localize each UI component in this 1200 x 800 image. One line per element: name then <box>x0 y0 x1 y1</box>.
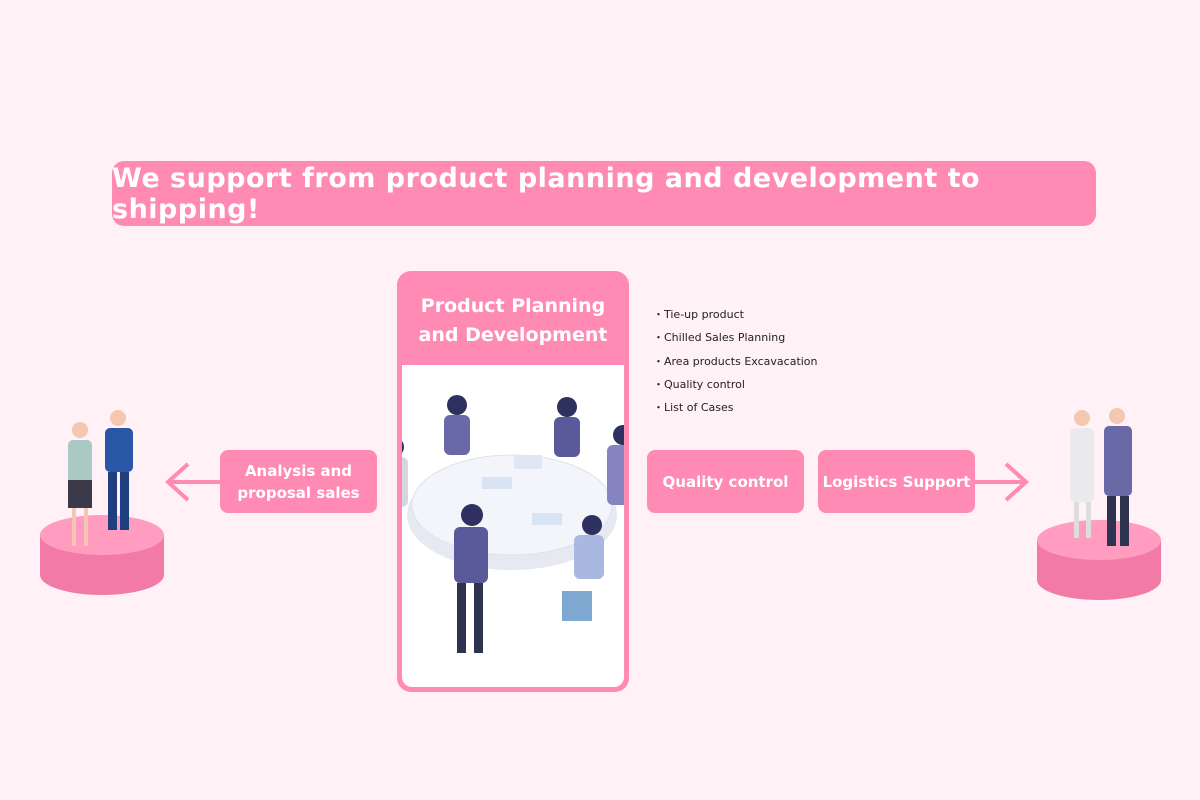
meeting-illustration <box>402 365 624 687</box>
analysis-proposal-sales-box: Analysis and proposal sales <box>220 450 377 513</box>
analysis-line1: Analysis and <box>244 461 353 480</box>
left-arrow <box>165 462 222 502</box>
card-title-line2: and Development <box>418 324 608 346</box>
headline-banner: We support from product planning and dev… <box>112 161 1096 226</box>
service-item: ・Area products Excavacation <box>653 354 818 368</box>
service-item: ・List of Cases <box>653 401 734 415</box>
analysis-line2: proposal sales <box>237 483 360 502</box>
service-item: ・Tie-up product <box>653 308 744 321</box>
card-title: Product Planning and Development <box>397 271 629 363</box>
right-pedestal <box>1037 520 1161 600</box>
product-planning-card: Product Planning and Development <box>397 271 629 692</box>
sales-people-illustration <box>68 410 133 546</box>
services-list: ・Tie-up product ・Chilled Sales Planning … <box>653 303 818 419</box>
service-item: ・Quality control <box>653 377 745 391</box>
logistics-people-illustration <box>1070 408 1132 546</box>
service-item: ・Chilled Sales Planning <box>653 331 786 345</box>
quality-control-box: Quality control <box>647 450 804 513</box>
card-title-line1: Product Planning <box>420 295 606 317</box>
logistics-support-box: Logistics Support <box>818 450 975 513</box>
right-arrow <box>972 462 1029 502</box>
meeting-table-icon <box>402 395 624 653</box>
left-pedestal <box>40 515 164 595</box>
